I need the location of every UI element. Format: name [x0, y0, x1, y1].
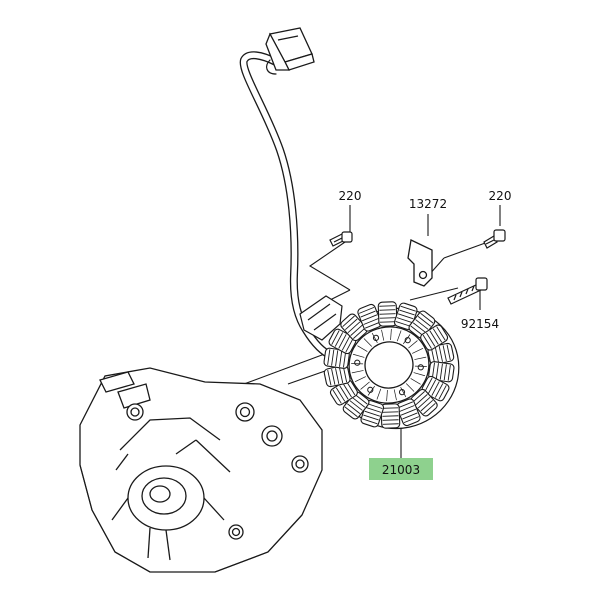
- part-number-bolt-left: 220: [339, 189, 362, 203]
- stator-bore: [364, 341, 414, 389]
- stator-lamination-line: [410, 378, 421, 385]
- stator-winding: [410, 388, 438, 417]
- stator-lamination-line: [354, 376, 366, 383]
- stator-winding: [329, 379, 358, 406]
- bolt-220-left: [329, 231, 353, 247]
- part-number-bracket: 13272: [409, 197, 447, 211]
- stator-lamination-line: [414, 356, 427, 360]
- generator-cover: [79, 367, 323, 573]
- stator-winding: [340, 313, 368, 342]
- stator-lamination-line: [367, 385, 375, 396]
- stator-winding: [380, 403, 401, 429]
- bolt-220-right: [483, 229, 506, 249]
- alignment-lines: [243, 205, 501, 458]
- stator-lamination-line: [408, 340, 418, 349]
- part-number-stator: 21003: [382, 463, 420, 477]
- stator-lamination-line: [386, 389, 388, 402]
- stator-winding: [357, 303, 382, 332]
- part-number-bolt-long: 92154: [461, 317, 499, 331]
- stator-winding: [396, 398, 421, 427]
- stator-mount-hole: [398, 389, 406, 396]
- stator-lamination-line: [352, 353, 365, 358]
- stator-winding: [342, 391, 370, 420]
- stator-lamination-line: [371, 332, 378, 343]
- stator-lamination-line: [400, 387, 407, 398]
- connector-plug: [265, 27, 315, 71]
- stator-winding: [377, 301, 398, 327]
- stator-21003: [323, 301, 460, 430]
- stator-winding: [428, 361, 455, 383]
- stator-lamination-line: [360, 381, 370, 390]
- stator-lamination-line: [393, 389, 397, 401]
- stator-lamination-line: [357, 345, 368, 352]
- stator-winding: [427, 342, 455, 366]
- stator-lamination-line: [414, 365, 427, 367]
- harness-grommet: [299, 295, 343, 341]
- stator-mount-hole: [417, 364, 424, 371]
- stator-winding: [328, 328, 357, 355]
- stator-mount-hole: [354, 359, 361, 366]
- stator-lamination-line: [396, 330, 402, 342]
- highlight-box: [369, 458, 433, 480]
- part-number-bolt-right: 220: [489, 189, 512, 203]
- stator-lamination-line: [403, 334, 411, 345]
- bolt-92154: [447, 277, 488, 305]
- stator-lamination-line: [390, 328, 392, 341]
- stator-lamination-line: [381, 329, 385, 341]
- part-labels: 220 13272 220 92154 21003: [339, 189, 512, 480]
- stator-lamination-line: [405, 383, 415, 392]
- stator-lamination-line: [376, 388, 382, 400]
- stator-lamination-line: [413, 372, 426, 377]
- bracket-13272: [407, 239, 433, 287]
- stator-lamination-line: [363, 338, 373, 347]
- stator-lamination-line: [351, 363, 364, 365]
- stator-mount-hole: [372, 334, 380, 341]
- stator-lamination-line: [351, 370, 364, 374]
- stator-lamination-line: [412, 347, 424, 354]
- stator-winding: [420, 324, 449, 351]
